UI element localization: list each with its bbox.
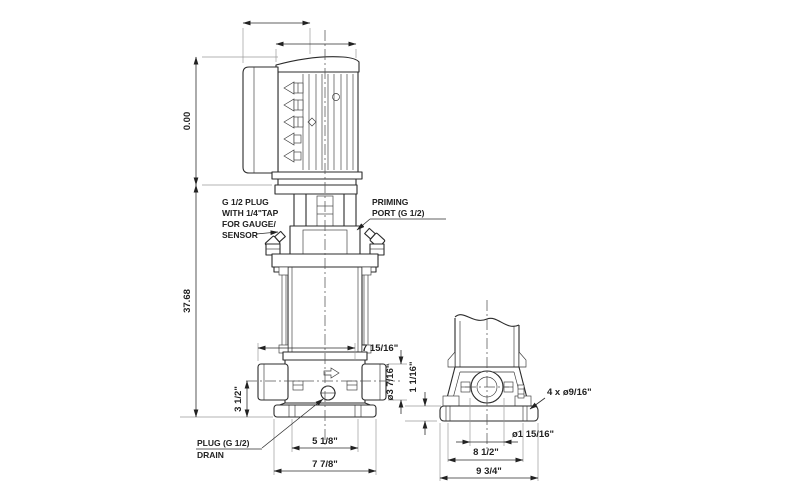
drain-plug-label-line2: DRAIN <box>197 450 224 460</box>
priming-port-label: PRIMING PORT (G 1/2) <box>372 197 425 218</box>
leader-lines <box>196 218 546 450</box>
dim-base-bolt-spacing: 5 1/8" <box>312 436 338 447</box>
gauge-plug-label-line3: FOR GAUGE/ <box>222 219 276 229</box>
motor-stool <box>274 184 358 228</box>
side-view <box>439 314 539 422</box>
motor <box>242 56 363 186</box>
dim-bolt-hole-spacing: 8 1/2" <box>473 447 499 458</box>
cable-glands <box>283 81 304 163</box>
lifting-eye-hole <box>332 93 340 101</box>
dim-port-face-width: 7 15/16" <box>362 343 398 354</box>
dim-base-plate-thickness: 1 1/16" <box>408 362 419 393</box>
annotations: 0.00 37.68 3 1/2" 7 15/16" ø3 7/16" 5 1/… <box>182 112 592 477</box>
terminal-box <box>242 66 279 174</box>
base-bolt-holes <box>445 406 528 421</box>
discharge-port-flange <box>361 363 387 401</box>
pump-base <box>257 351 387 418</box>
gauge-plug-label-line4: SENSOR <box>222 230 258 240</box>
extension-lines <box>180 28 539 481</box>
dim-port-flange-diameter: ø3 7/16" <box>385 364 396 401</box>
gauge-plug-leader <box>255 230 279 236</box>
dim-base-width: 7 7/8" <box>312 459 338 470</box>
dim-base-plate-length: 9 3/4" <box>476 466 502 477</box>
clip <box>517 384 525 399</box>
drain-leader <box>261 398 324 449</box>
priming-port-label-line1: PRIMING <box>372 197 409 207</box>
drain-plug-label: PLUG (G 1/2) DRAIN <box>197 438 250 460</box>
bolt-holes-leader <box>529 397 546 410</box>
base-plate-side <box>439 405 539 422</box>
priming-port-label-line2: PORT (G 1/2) <box>372 208 425 218</box>
priming-port-leader <box>356 218 371 231</box>
suction-port-flange <box>257 363 289 401</box>
gauge-plug-label: G 1/2 PLUG WITH 1/4"TAP FOR GAUGE/ SENSO… <box>222 197 279 240</box>
staybolts <box>281 275 369 345</box>
gauge-plug-label-line1: G 1/2 PLUG <box>222 197 269 207</box>
dim-port-centerline-height: 3 1/2" <box>233 386 244 412</box>
drain-plug-label-line1: PLUG (G 1/2) <box>197 438 250 448</box>
front-view <box>242 56 387 418</box>
dim-bolt-holes: 4 x ø9/16" <box>547 387 592 398</box>
nameplate-mark <box>307 117 317 127</box>
dim-ref-top: 0.00 <box>182 112 193 131</box>
dim-total-height: 37.68 <box>182 289 193 313</box>
dim-port-bore-diameter: ø1 15/16" <box>512 429 554 440</box>
dimension-lines <box>193 20 539 481</box>
gauge-plug-label-line2: WITH 1/4"TAP <box>222 208 279 218</box>
